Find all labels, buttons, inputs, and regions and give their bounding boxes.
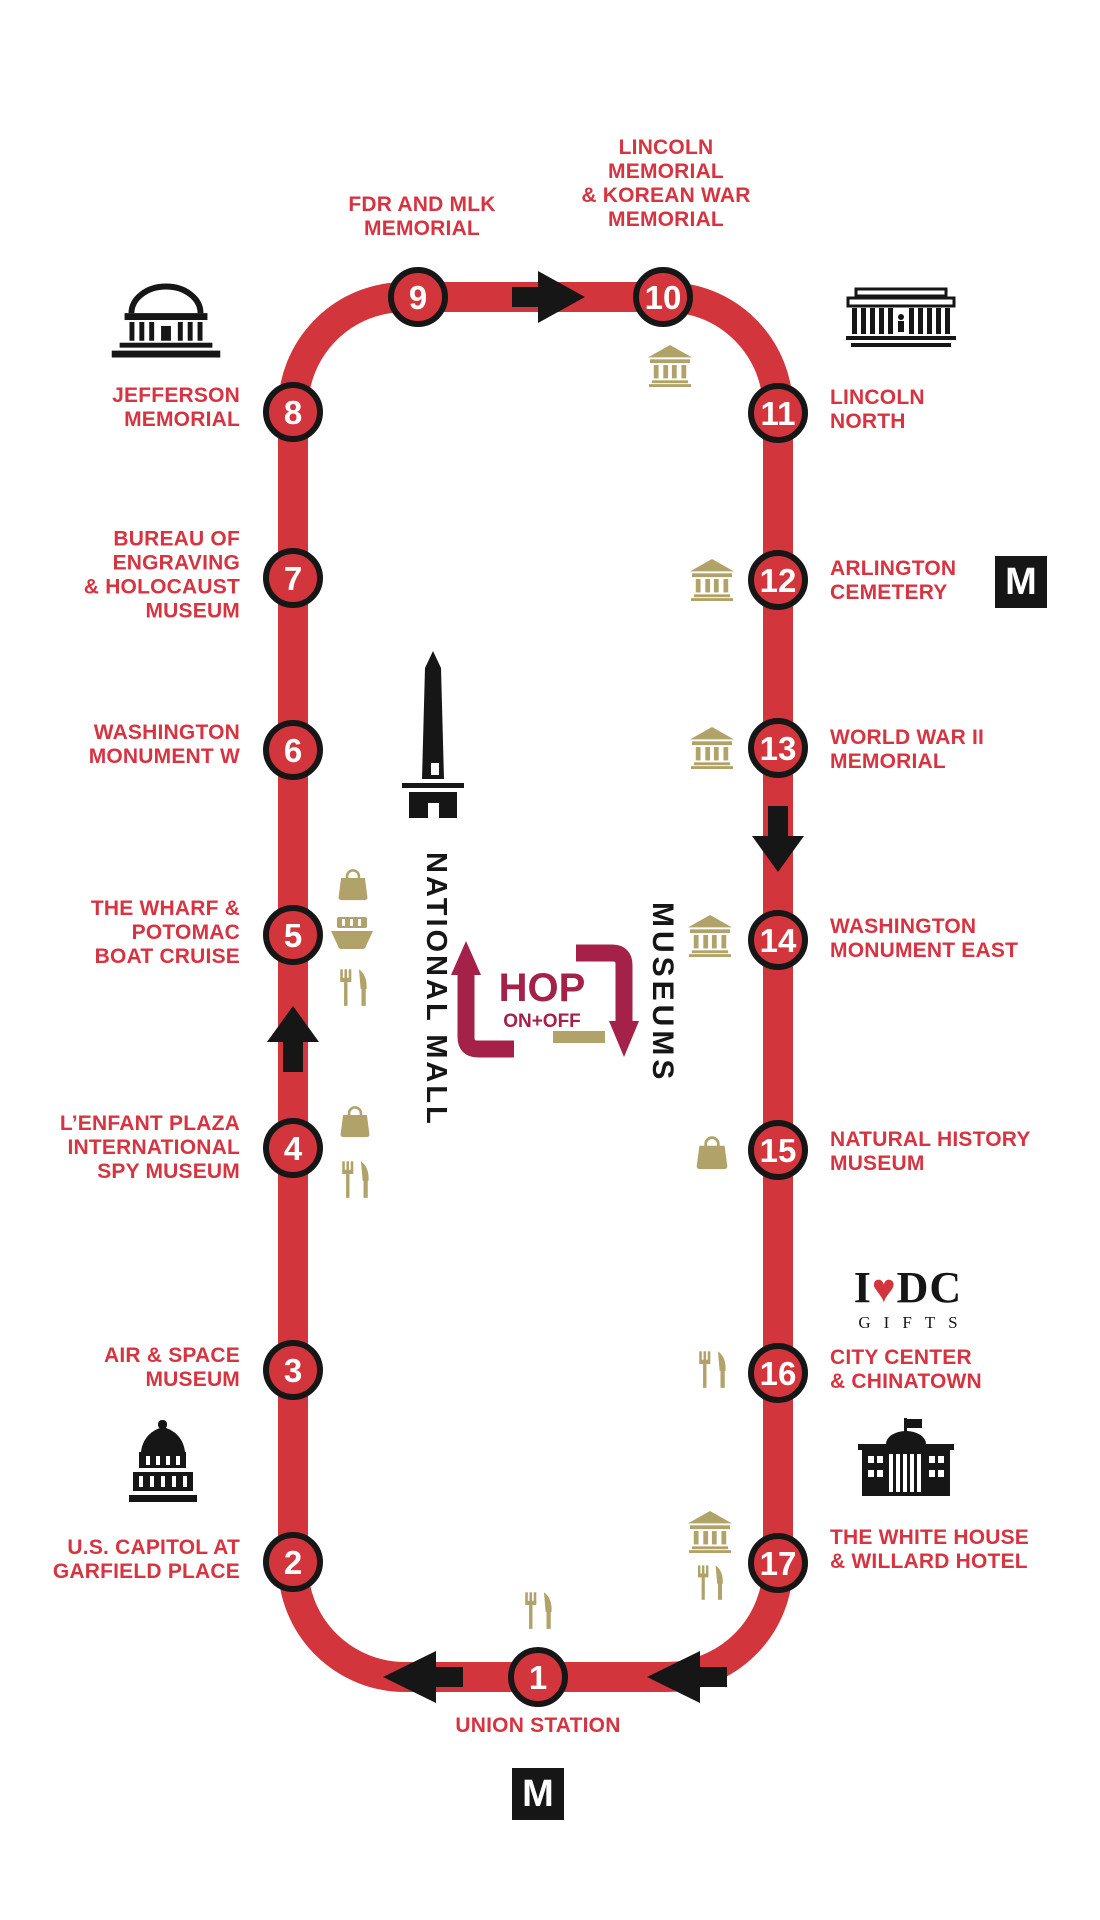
stop-label-6: WASHINGTON MONUMENT W	[88, 720, 240, 768]
museum-icon	[687, 915, 733, 957]
stop-number: 2	[283, 1543, 303, 1581]
metro-icon: M	[995, 556, 1047, 608]
stop-number: 13	[759, 729, 797, 767]
fork-knife-icon	[521, 1591, 555, 1631]
stop-marker-6: 6	[263, 720, 323, 780]
stop-marker-15: 15	[748, 1120, 808, 1180]
stop-number: 8	[283, 393, 303, 431]
museum-icon	[689, 559, 735, 601]
stop-label-15: NATURAL HISTORY MUSEUM	[830, 1127, 1031, 1175]
route-arrow-up-icon	[267, 1006, 319, 1072]
stop-marker-1: 1	[508, 1647, 568, 1707]
stop-label-16: CITY CENTER & CHINATOWN	[830, 1345, 982, 1393]
stop-number: 5	[283, 916, 303, 954]
stop-marker-13: 13	[748, 718, 808, 778]
us-capitol-icon	[129, 1420, 197, 1502]
hop-logo-subtext: ON+OFF	[503, 1011, 581, 1032]
gifts-i: I	[853, 1263, 872, 1312]
gifts-dc: DC	[896, 1263, 963, 1312]
route-arrow-left-icon	[647, 1651, 727, 1703]
museum-icon	[689, 727, 735, 769]
stop-number: 16	[759, 1354, 797, 1392]
stop-label-12: ARLINGTON CEMETERY	[830, 556, 957, 604]
stop-marker-5: 5	[263, 905, 323, 965]
hop-logo-text: HOP	[499, 966, 586, 1010]
stop-number: 15	[759, 1131, 797, 1169]
stop-number: 7	[283, 559, 303, 597]
stop-number: 6	[283, 731, 303, 769]
stop-number: 10	[644, 278, 682, 316]
boat-icon	[330, 916, 374, 950]
stop-marker-12: 12	[748, 550, 808, 610]
stop-number: 12	[759, 561, 797, 599]
shopping-bag-icon	[335, 867, 371, 901]
fork-knife-icon	[695, 1350, 729, 1390]
museum-icon	[687, 1511, 733, 1553]
washington-monument-icon	[402, 651, 464, 818]
stop-number: 4	[283, 1129, 303, 1167]
stop-number: 3	[283, 1351, 303, 1389]
stop-marker-8: 8	[263, 382, 323, 442]
stop-marker-9: 9	[388, 267, 448, 327]
museums-label: MUSEUMS	[646, 902, 679, 1084]
logo-up-arrow-icon	[451, 941, 481, 975]
i-love-dc-gifts-logo: I♥DC GIFTS	[828, 1266, 988, 1333]
stop-number: 9	[408, 278, 428, 316]
hop-on-off-logo: HOP ON+OFF	[451, 941, 639, 1058]
white-house-icon	[858, 1418, 954, 1496]
stop-marker-11: 11	[748, 383, 808, 443]
route-arrow-down-icon	[752, 806, 804, 872]
metro-icon: M	[512, 1768, 564, 1820]
fork-knife-icon	[694, 1564, 726, 1602]
stop-marker-4: 4	[263, 1118, 323, 1178]
stop-marker-10: 10	[633, 267, 693, 327]
stop-label-11: LINCOLN NORTH	[830, 385, 925, 433]
stop-marker-14: 14	[748, 910, 808, 970]
route-arrow-left-icon	[383, 1651, 463, 1703]
logo-tan-bar	[553, 1031, 605, 1043]
stop-label-17: THE WHITE HOUSE & WILLARD HOTEL	[830, 1525, 1030, 1573]
stop-label-10: LINCOLN MEMORIAL & KOREAN WAR MEMORIAL	[581, 136, 751, 232]
stop-marker-3: 3	[263, 1340, 323, 1400]
shopping-bag-icon	[337, 1104, 373, 1138]
fork-knife-icon	[338, 1160, 372, 1200]
stop-number: 1	[528, 1658, 548, 1696]
stop-label-1: UNION STATION	[455, 1714, 621, 1737]
route-arrow-right-icon	[512, 271, 585, 323]
stop-number: 14	[759, 921, 797, 959]
lincoln-memorial-icon	[846, 287, 956, 347]
shopping-bag-icon	[693, 1134, 731, 1170]
stop-number: 17	[759, 1544, 797, 1582]
jefferson-memorial-icon	[111, 283, 221, 358]
stop-label-8: JEFFERSON MEMORIAL	[112, 383, 240, 431]
stop-number: 11	[760, 394, 796, 432]
heart-icon: ♥	[871, 1266, 897, 1311]
museum-icon	[647, 345, 693, 387]
logo-down-arrow-icon	[609, 1021, 639, 1057]
i-love-dc-text: I♥DC	[828, 1266, 988, 1310]
stop-marker-2: 2	[263, 1532, 323, 1592]
stop-label-7: BUREAU OF ENGRAVING & HOLOCAUST MUSEUM	[83, 527, 240, 624]
stop-label-13: WORLD WAR II MEMORIAL	[830, 725, 985, 773]
fork-knife-icon	[336, 968, 370, 1008]
stop-label-2: U.S. CAPITOL AT GARFIELD PLACE	[52, 1535, 240, 1583]
stop-marker-16: 16	[748, 1343, 808, 1403]
stop-marker-17: 17	[748, 1533, 808, 1593]
gifts-subtitle: GIFTS	[858, 1313, 971, 1332]
stop-label-5: THE WHARF & POTOMAC BOAT CRUISE	[90, 896, 240, 969]
stop-label-14: WASHINGTON MONUMENT EAST	[830, 914, 1019, 962]
stop-label-4: L’ENFANT PLAZA INTERNATIONAL SPY MUSEUM	[59, 1111, 240, 1184]
stop-label-3: AIR & SPACE MUSEUM	[104, 1343, 240, 1391]
stop-label-9: FDR AND MLK MEMORIAL	[348, 193, 496, 241]
stop-marker-7: 7	[263, 548, 323, 608]
